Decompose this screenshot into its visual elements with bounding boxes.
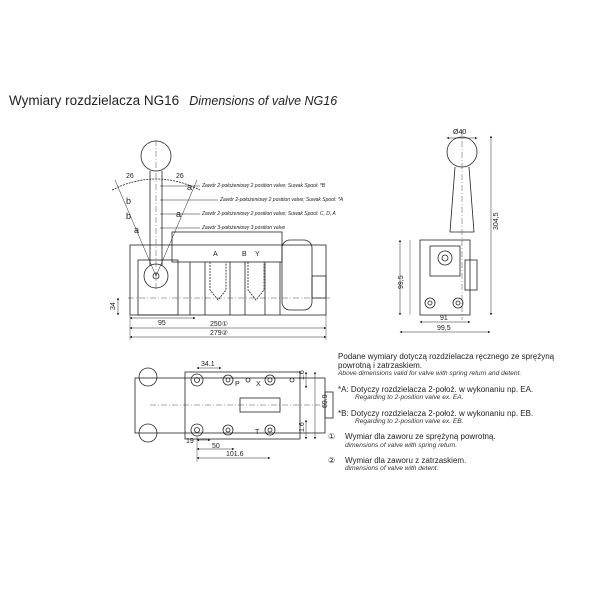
- port-label-a: A: [213, 251, 218, 258]
- port-label-t: T: [255, 429, 260, 436]
- dim-304-5: 304,5: [493, 212, 500, 230]
- port-label-p: P: [235, 381, 240, 388]
- dim-279: 279②: [210, 329, 228, 337]
- end-view-text: Ø40 304,5 99,5 91 99,5: [398, 129, 500, 332]
- dim-34-1: 34.1: [201, 361, 215, 368]
- dim-1-6-bottom: 1.6: [299, 422, 306, 432]
- spool-note-1: Zawór 2-położeniowy 2 position valve; Su…: [201, 183, 326, 189]
- title-pl: Wymiary rozdzielacza NG16: [9, 93, 180, 108]
- note-1-mark: ①: [328, 432, 336, 442]
- side-view-text: 26 26 a b b a a Zawór 2-położeniowy 2 po…: [110, 173, 344, 337]
- angle-label-right: 26: [176, 173, 184, 180]
- port-label-y: Y: [255, 251, 260, 258]
- dim-101-6: 101.6: [226, 451, 244, 458]
- top-view: [134, 366, 334, 462]
- port-label-b: B: [242, 251, 247, 258]
- page-title: Wymiary rozdzielacza NG16 Dimensions of v…: [9, 93, 337, 108]
- dim-1-6-top: 1.6: [299, 370, 306, 380]
- note-2-mark: ②: [328, 456, 336, 466]
- note-main: Podane wymiary dotyczą rozdzielacza ręcz…: [338, 352, 588, 378]
- note-b-pl: *B: Dotyczy rozdzielacza 2-położ. w wyko…: [338, 408, 534, 418]
- dim-50: 50: [212, 443, 220, 450]
- note-a-en: Regarding to 2-position valve ex. EA.: [355, 394, 464, 402]
- valve-body-side: [129, 244, 327, 316]
- spool-letter-3: b: [126, 211, 131, 221]
- notes-panel: Podane wymiary dotyczą rozdzielacza ręcz…: [328, 352, 588, 480]
- note-main-en: Above dimensions valid for valve with sp…: [338, 370, 522, 378]
- note-1: ① Wymiar dla zaworu ze sprężyną powrotną.…: [328, 432, 588, 449]
- dim-250: 250①: [210, 320, 228, 328]
- dim-99-5-vertical: 99,5: [398, 275, 405, 289]
- note-main-pl: Podane wymiary dotyczą rozdzielacza ręcz…: [338, 352, 555, 371]
- dim-diameter-40: Ø40: [453, 129, 466, 136]
- note-a: *A: Dotyczy rozdzielacza 2-położ. w wyko…: [338, 385, 588, 402]
- spool-letter-4: a: [176, 209, 181, 219]
- note-b-en: Regarding to 2-position valve ex. EB.: [355, 417, 464, 425]
- spool-letter-5: a: [134, 225, 139, 235]
- note-2-en: dimensions of valve with detent.: [345, 465, 439, 473]
- spool-note-3: Zawór 2-położeniowy 2 position valve; Su…: [201, 211, 336, 217]
- note-a-pl: *A: Dotyczy rozdzielacza 2-położ. w wyko…: [338, 384, 534, 394]
- dim-99-5-horizontal: 99,5: [437, 325, 451, 332]
- angle-label-left: 26: [126, 173, 134, 180]
- note-2-pl: Wymiar dla zaworu z zatrzaskiem.: [345, 456, 467, 466]
- note-1-en: dimensions of valve with spring return.: [345, 441, 458, 449]
- spool-note-4: Zawór 3-położeniowy 3 position valve: [201, 225, 285, 231]
- dim-95: 95: [158, 320, 166, 327]
- dim-69-9: 69.9: [322, 394, 329, 408]
- dim-91: 91: [440, 315, 448, 322]
- title-en: Dimensions of valve NG16: [189, 94, 338, 108]
- note-b: *B: Dotyczy rozdzielacza 2-położ. w wyko…: [338, 409, 588, 426]
- side-view: [111, 140, 330, 340]
- end-view: [398, 130, 493, 334]
- dim-19: 19: [186, 438, 194, 445]
- spool-letter-2: b: [126, 196, 131, 206]
- dim-34: 34: [110, 302, 117, 310]
- spool-letter-1: a: [187, 182, 192, 192]
- top-view-text: 34.1 P X T 1.6 69.9 19 50 101.6 1.6: [186, 361, 329, 458]
- valve-body-end: [419, 239, 471, 316]
- valve-body-top: [134, 377, 326, 434]
- note-1-pl: Wymiar dla zaworu ze sprężyną powrotną.: [345, 432, 496, 442]
- spool-note-2: Zawór 2-położeniowy 2 position valve; Su…: [219, 197, 344, 203]
- note-2: ② Wymiar dla zaworu z zatrzaskiem. dimens…: [328, 456, 588, 473]
- port-label-x: X: [256, 381, 261, 388]
